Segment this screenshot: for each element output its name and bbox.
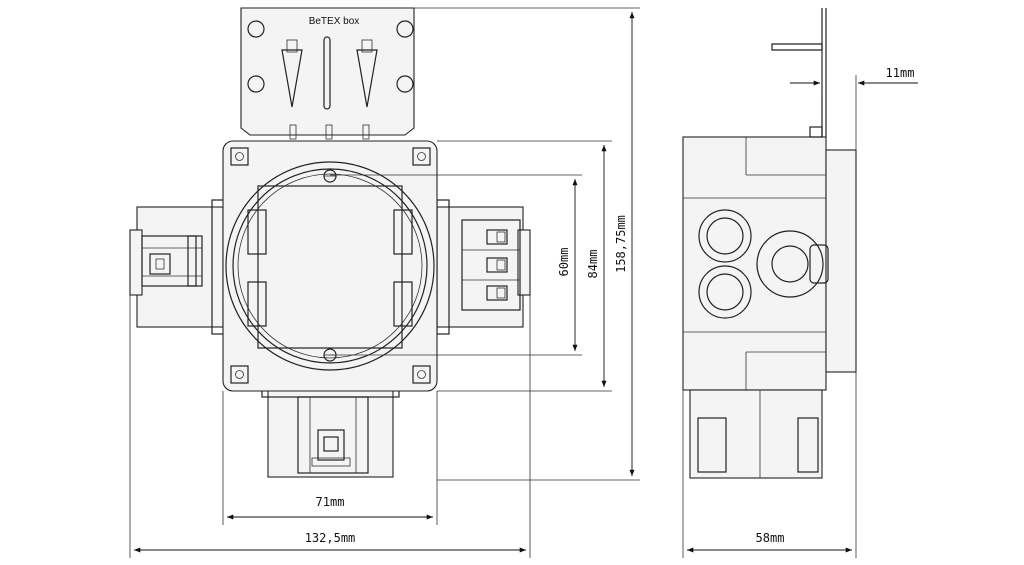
right-connector	[436, 199, 531, 335]
dim-158-label: 158,75mm	[614, 215, 628, 273]
box-body	[222, 140, 438, 392]
dim-84-label: 84mm	[586, 250, 600, 279]
dim-60-label: 60mm	[557, 248, 571, 277]
dim-11-label: 11mm	[886, 66, 915, 80]
bottom-connector	[261, 384, 400, 478]
dimension-lines: 158,75mm 84mm 60mm 71mm 132,5mm 58mm 11m…	[129, 7, 918, 558]
dim-71-label: 71mm	[316, 495, 345, 509]
brand-label: BeTEX box	[309, 16, 360, 27]
side-view	[682, 8, 857, 479]
mounting-plate: BeTEX box	[240, 7, 415, 140]
dim-132-label: 132,5mm	[305, 531, 356, 545]
left-connector	[129, 199, 225, 335]
front-view: BeTEX box	[129, 7, 531, 478]
dim-58-label: 58mm	[756, 531, 785, 545]
